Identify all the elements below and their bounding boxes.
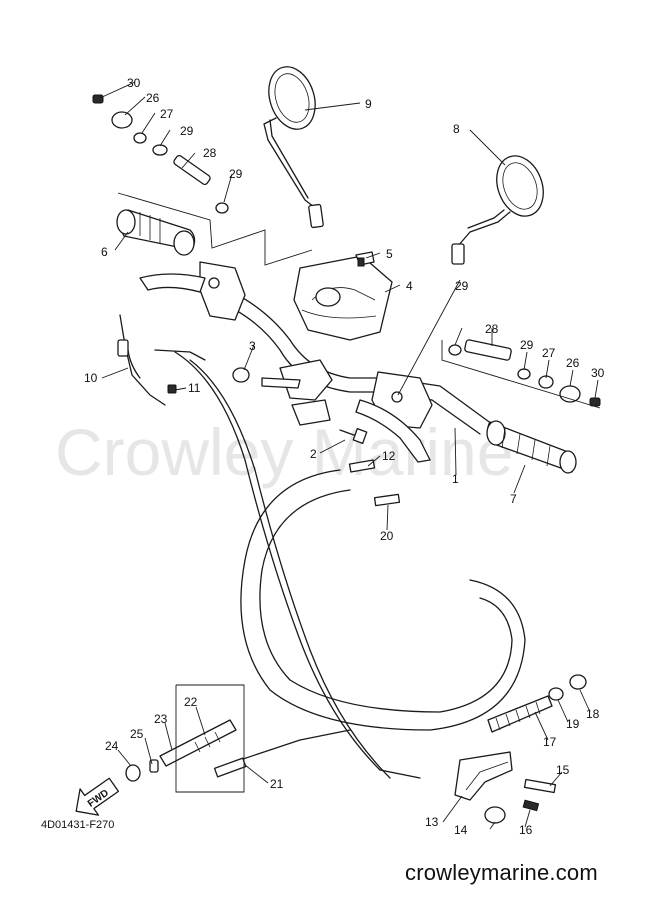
callout-19: 19 [566, 717, 580, 731]
right-end-box-outline [441, 340, 601, 409]
callout-27-top: 27 [160, 107, 174, 121]
callout-20: 20 [380, 529, 394, 543]
callout-9: 9 [365, 97, 372, 111]
callout-28-bottom: 28 [485, 322, 499, 336]
cable-ends-12-20[interactable] [348, 459, 401, 507]
callout-11: 11 [188, 381, 201, 395]
right-mirror[interactable] [451, 149, 551, 265]
throttle-cable-upper[interactable] [117, 314, 206, 406]
callout-5: 5 [386, 247, 393, 261]
switch-housing[interactable] [293, 251, 393, 341]
left-mirror[interactable] [261, 61, 324, 229]
callout-10: 10 [84, 371, 98, 385]
callout-3: 3 [249, 339, 256, 353]
bracket-assembly[interactable] [454, 751, 557, 824]
right-end-parts[interactable] [448, 339, 601, 407]
callout-16: 16 [519, 823, 533, 837]
callout-1: 1 [452, 472, 459, 486]
callout-30-top: 30 [127, 76, 141, 90]
grip-box-outline [117, 192, 313, 266]
callout-14: 14 [454, 823, 468, 837]
callout-26-bottom: 26 [566, 356, 580, 370]
callout-28-top: 28 [203, 146, 217, 160]
callout-numbers: 30 26 27 29 28 29 6 9 8 5 4 29 28 29 27 … [84, 76, 605, 837]
callout-15: 15 [556, 763, 570, 777]
right-grip-assembly[interactable] [355, 371, 577, 474]
leader-lines [99, 81, 599, 830]
callout-4: 4 [406, 279, 413, 293]
callout-25: 25 [130, 727, 144, 741]
diagram-code: 4D01431-F270 [41, 819, 115, 831]
long-cables[interactable] [174, 351, 526, 779]
callout-29-top-a: 29 [180, 124, 194, 138]
callout-8: 8 [453, 122, 460, 136]
callout-24: 24 [105, 739, 119, 753]
callout-2: 2 [310, 447, 317, 461]
lower-left-parts[interactable] [125, 684, 245, 793]
left-grip-assembly[interactable] [116, 209, 246, 321]
watermark-text: Crowley Marine [55, 415, 513, 489]
callout-13: 13 [425, 815, 439, 829]
callout-29-bottom: 29 [520, 338, 534, 352]
callout-7: 7 [510, 492, 517, 506]
cable-adjuster-parts[interactable] [487, 674, 587, 733]
site-url: crowleymarine.com [405, 860, 598, 885]
callout-30-bottom: 30 [591, 366, 605, 380]
callout-23: 23 [154, 712, 168, 726]
left-end-parts[interactable] [92, 94, 229, 214]
callout-26-top: 26 [146, 91, 160, 105]
callout-21: 21 [270, 777, 284, 791]
throttle-block[interactable] [232, 359, 368, 444]
callout-22: 22 [184, 695, 198, 709]
callout-17: 17 [543, 735, 557, 749]
callout-27-bottom: 27 [542, 346, 556, 360]
callout-18: 18 [586, 707, 600, 721]
forward-arrow-icon: FWD [75, 777, 120, 816]
callout-1-label-top: 29 [455, 279, 469, 293]
callout-6: 6 [101, 245, 108, 259]
callout-12: 12 [382, 449, 396, 463]
callout-29-top-b: 29 [229, 167, 243, 181]
